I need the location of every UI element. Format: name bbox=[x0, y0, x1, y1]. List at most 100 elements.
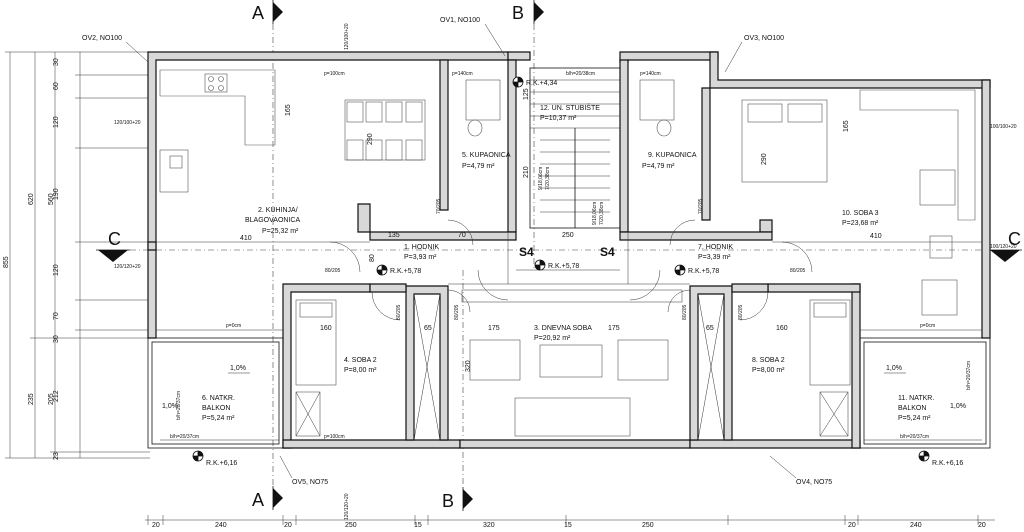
tv-unit bbox=[461, 289, 683, 303]
door-kitchen bbox=[329, 241, 361, 273]
section-bottom-b-arrow-icon bbox=[463, 489, 473, 509]
opening-ov4: OV4, NO75 bbox=[796, 479, 832, 486]
dim-205: 205 bbox=[48, 393, 55, 405]
room-10-name: 10. SOBA 3 bbox=[842, 210, 879, 217]
kitchen-sink-unit bbox=[159, 149, 189, 193]
toilet-left-icon bbox=[467, 119, 483, 137]
dim-70: 70 bbox=[458, 232, 466, 239]
interior-lines bbox=[156, 232, 982, 331]
dim-410b: 410 bbox=[870, 233, 882, 240]
room-5-name: 5. KUPAONICA bbox=[462, 152, 511, 159]
balconies bbox=[147, 337, 991, 449]
room-4-area: P=8,00 m² bbox=[344, 367, 377, 374]
level-rk578a-icon bbox=[376, 264, 388, 276]
section-top-b-label: B bbox=[512, 3, 524, 23]
room-2-name2: BLAGOVAONICA bbox=[245, 217, 300, 224]
dim-165b: 165 bbox=[843, 120, 850, 132]
armchair-living-2 bbox=[617, 339, 669, 381]
opening-ov5: OV5, NO75 bbox=[292, 479, 328, 486]
dim-b-240a: 240 bbox=[215, 522, 227, 529]
section-top-a-label: A bbox=[252, 3, 264, 23]
dim-160a: 160 bbox=[320, 325, 332, 332]
window-w2: 120/120+20 bbox=[114, 264, 141, 270]
dim-total-height: 855 bbox=[3, 256, 10, 268]
dim-65a: 65 bbox=[424, 325, 432, 332]
note-p100b: p=100cm bbox=[324, 434, 345, 440]
section-right-c-label: C bbox=[1008, 229, 1021, 249]
dim-165a: 165 bbox=[285, 104, 292, 116]
stairs-note-2: 7/20,38cm bbox=[545, 167, 551, 190]
dim-290a: 290 bbox=[367, 133, 374, 145]
dim-30a: 30 bbox=[53, 58, 60, 66]
door-label-bath-right: 70/205 bbox=[698, 198, 704, 214]
level-rk616b: R.K.+6,16 bbox=[932, 460, 963, 467]
room-12-area: P=10,37 m² bbox=[540, 115, 577, 122]
opening-ov2: OV2, NO100 bbox=[82, 35, 122, 42]
door-label-bath-left: 70/205 bbox=[436, 198, 442, 214]
note-bh3: b/h=20/37cm bbox=[176, 391, 182, 420]
room-10-area: P=23,68 m² bbox=[842, 220, 879, 227]
dim-620: 620 bbox=[28, 193, 35, 205]
room-2-name: 2. KUHINJA/ bbox=[258, 207, 298, 214]
dim-b-20d: 20 bbox=[978, 522, 986, 529]
window-labels: 120/100+20 120/120+20 100/100+20 100/120… bbox=[114, 23, 1017, 520]
section-right-c-arrow-icon bbox=[990, 250, 1020, 262]
opening-ov1: OV1, NO100 bbox=[440, 17, 480, 24]
room-6-name2: BALKON bbox=[202, 405, 230, 412]
furniture bbox=[159, 69, 976, 441]
dim-160b: 160 bbox=[776, 325, 788, 332]
room-1-area: P=3,93 m² bbox=[404, 254, 437, 261]
bed-room8 bbox=[809, 299, 851, 386]
door-room4 bbox=[371, 291, 401, 321]
opening-labels: OV1, NO100 OV2, NO100 OV3, NO100 OV4, NO… bbox=[82, 17, 832, 486]
door-room8 bbox=[739, 291, 769, 321]
dim-23: 23 bbox=[53, 452, 60, 460]
stairs-note-3: 9/18,06cm bbox=[592, 202, 598, 225]
dim-b-15a: 15 bbox=[414, 522, 422, 529]
sofa bbox=[514, 397, 631, 437]
dim-b-15b: 15 bbox=[564, 522, 572, 529]
dim-b-20c: 20 bbox=[848, 522, 856, 529]
room-7-name: 7. HODNIK bbox=[698, 244, 733, 251]
armchair-2 bbox=[921, 279, 958, 316]
level-rk578a: R.K.+5,78 bbox=[390, 268, 421, 275]
dim-30b: 30 bbox=[53, 335, 60, 343]
exterior-walls bbox=[147, 51, 991, 449]
door-entry-left bbox=[477, 269, 509, 301]
armchair-1 bbox=[919, 169, 956, 206]
dim-290b: 290 bbox=[761, 153, 768, 165]
door-label-kitchen: 80/205 bbox=[325, 268, 341, 274]
bed-room4 bbox=[295, 299, 337, 386]
window-w5: 120/100+20 bbox=[344, 23, 350, 50]
kitchen-counter bbox=[159, 69, 276, 146]
level-rk578b-icon bbox=[534, 259, 546, 271]
level-rk578c-icon bbox=[674, 264, 686, 276]
toilet-right-icon bbox=[656, 119, 672, 137]
note-p0b: p=0cm bbox=[920, 323, 935, 329]
dim-320: 320 bbox=[465, 360, 472, 372]
door-label-living-right: 80/205 bbox=[682, 304, 688, 320]
room-8-name: 8. SOBA 2 bbox=[752, 357, 785, 364]
window-w6: 120/120+20 bbox=[344, 493, 350, 520]
door-living-left bbox=[447, 289, 471, 313]
dimension-chains-left: 855 620 235 560 205 30 60 120 190 120 70… bbox=[3, 51, 150, 460]
note-bh: b/h=20/37cm bbox=[170, 434, 199, 440]
room-labels: 2. KUHINJA/ BLAGOVAONICA P=25,32 m² 5. K… bbox=[202, 103, 934, 422]
dining-table bbox=[344, 99, 426, 161]
level-rk434-icon bbox=[512, 76, 524, 88]
room-8-area: P=8,00 m² bbox=[752, 367, 785, 374]
note-p100a: p=100cm bbox=[324, 71, 345, 77]
room-9-area: P=4,79 m² bbox=[642, 163, 675, 170]
note-p140a: p=140cm bbox=[452, 71, 473, 77]
dim-410a: 410 bbox=[240, 235, 252, 242]
staircase: 9/18,06cm 7/20,38cm 9/18,06cm 7/20,38cm bbox=[529, 67, 621, 229]
level-rk434: R.K.+4,34 bbox=[526, 80, 557, 87]
dim-212: 212 bbox=[53, 390, 60, 402]
room-11-name2: BALKON bbox=[898, 405, 926, 412]
note-p0a: p=0cm bbox=[226, 323, 241, 329]
dim-120a: 120 bbox=[53, 116, 60, 128]
section-left-c-arrow-icon bbox=[98, 250, 128, 262]
floor-notes: p=100cm p=100cm p=140cm p=140cm p=0cm p=… bbox=[170, 71, 972, 440]
room-9-name: 9. KUPAONICA bbox=[648, 152, 697, 159]
door-label-room4: 80/205 bbox=[396, 304, 402, 320]
